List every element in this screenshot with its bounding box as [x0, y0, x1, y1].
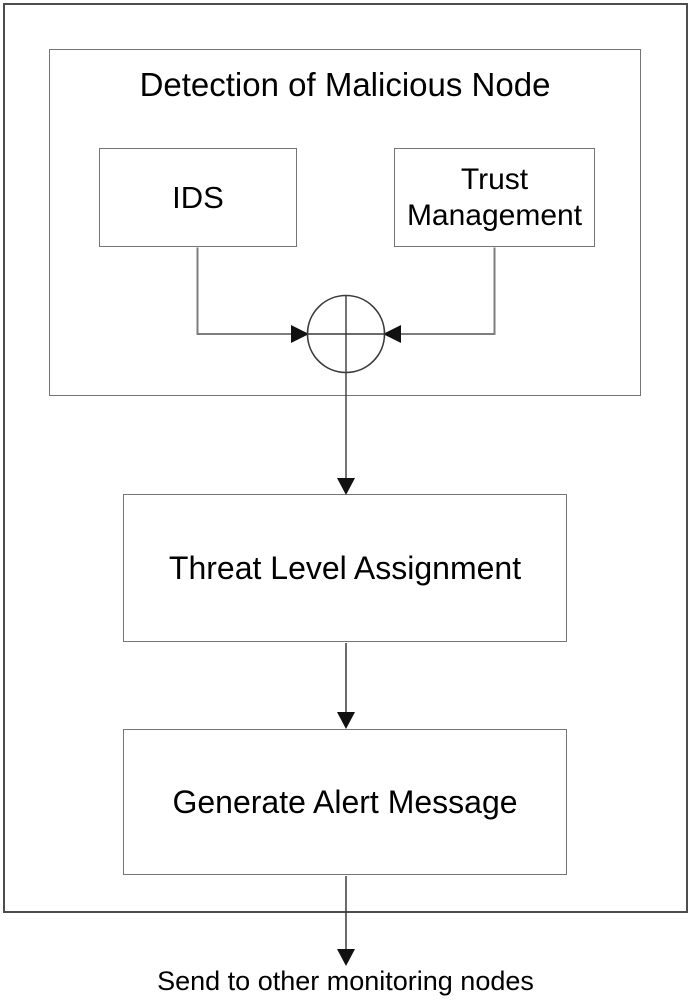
detection-group-box	[49, 49, 641, 396]
generate-alert-message-node: Generate Alert Message	[123, 729, 567, 875]
trust-management-node: Trust Management	[394, 148, 595, 247]
generate-alert-message-node-label: Generate Alert Message	[172, 783, 518, 820]
threat-level-assignment-node-label: Threat Level Assignment	[168, 549, 522, 586]
ids-node: IDS	[99, 148, 297, 247]
detection-group-title: Detection of Malicious Node	[139, 66, 551, 103]
trust-management-node-label: Trust Management	[406, 162, 583, 232]
threat-level-assignment-node: Threat Level Assignment	[123, 494, 567, 642]
send-to-monitoring-nodes-label: Send to other monitoring nodes	[157, 966, 534, 996]
ids-node-label: IDS	[172, 179, 224, 215]
